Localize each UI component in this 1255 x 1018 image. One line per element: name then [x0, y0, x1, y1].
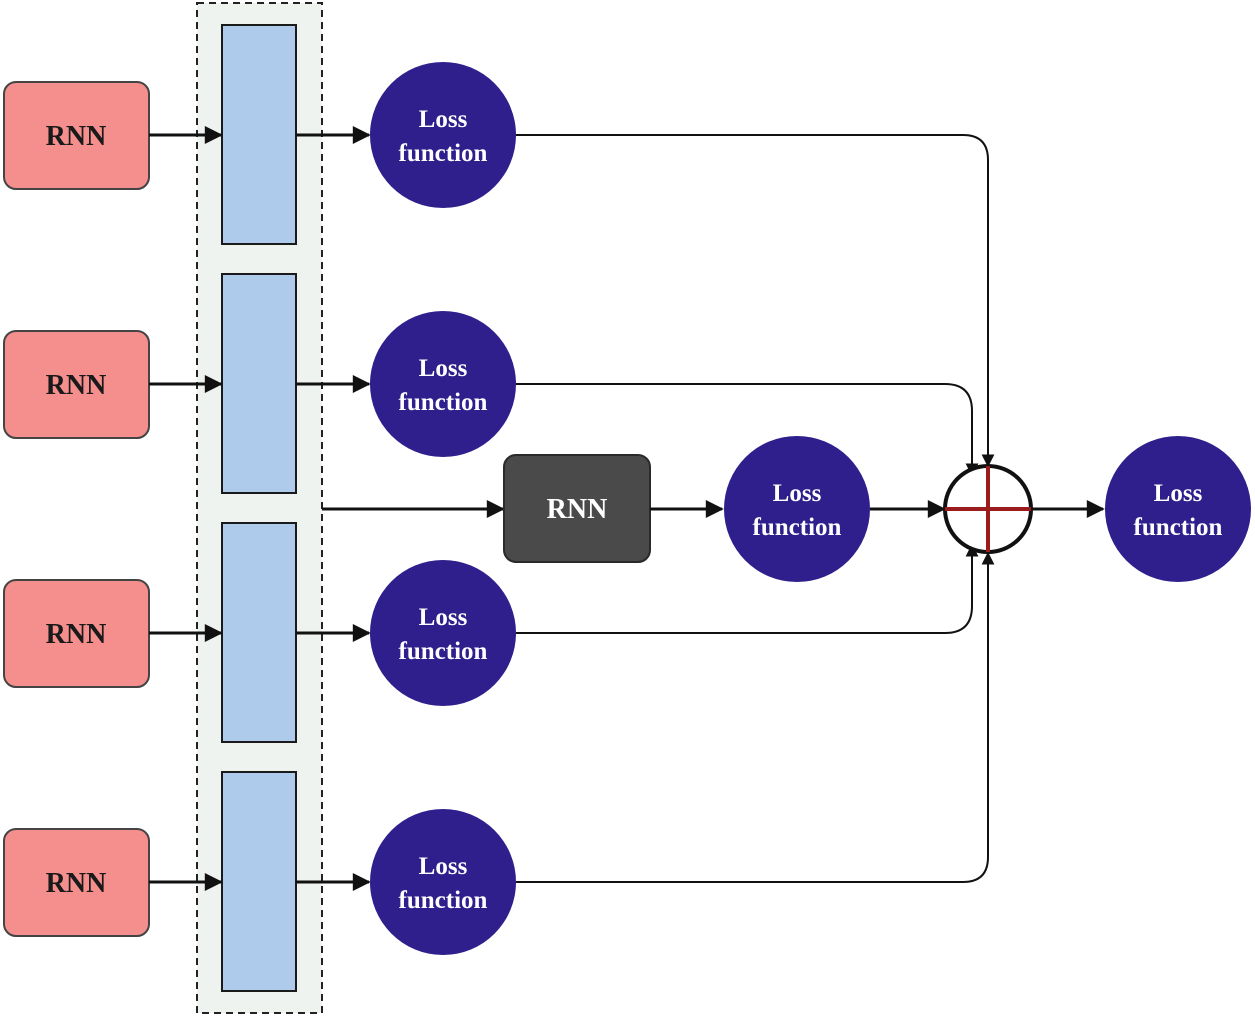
input-rnn-2: RNN — [3, 330, 150, 439]
input-rnn-label: RNN — [46, 121, 107, 152]
sum-plus-icon — [943, 464, 1033, 554]
input-rnn-label: RNN — [46, 868, 107, 899]
input-rnn-3: RNN — [3, 579, 150, 688]
feature-bar-2 — [221, 273, 297, 494]
loss-label-line2: function — [399, 887, 488, 914]
loss-label-line2: function — [1134, 514, 1223, 541]
loss-label-line2: function — [399, 389, 488, 416]
input-rnn-1: RNN — [3, 81, 150, 190]
loss-label-line2: function — [399, 140, 488, 167]
final-loss: Loss function — [1105, 436, 1251, 582]
loss-label-line1: Loss — [419, 106, 468, 133]
feature-bar-4 — [221, 771, 297, 992]
branch-loss-1: Loss function — [370, 62, 516, 208]
input-rnn-4: RNN — [3, 828, 150, 937]
loss-label-line2: function — [399, 638, 488, 665]
loss-label-line1: Loss — [419, 853, 468, 880]
center-rnn: RNN — [503, 454, 651, 563]
center-loss: Loss function — [724, 436, 870, 582]
loss-label-line1: Loss — [773, 480, 822, 507]
connector-loss4-to-sum — [516, 551, 995, 883]
connector-loss3-to-sum — [516, 543, 979, 634]
feature-bar-1 — [221, 24, 297, 245]
branch-loss-3: Loss function — [370, 560, 516, 706]
loss-label-line2: function — [753, 514, 842, 541]
center-rnn-label: RNN — [547, 494, 608, 525]
input-rnn-label: RNN — [46, 619, 107, 650]
loss-label-line1: Loss — [419, 355, 468, 382]
branch-loss-4: Loss function — [370, 809, 516, 955]
feature-bar-3 — [221, 522, 297, 743]
branch-loss-2: Loss function — [370, 311, 516, 457]
loss-label-line1: Loss — [1154, 480, 1203, 507]
connector-loss1-to-sum — [516, 134, 995, 468]
input-rnn-label: RNN — [46, 370, 107, 401]
loss-label-line1: Loss — [419, 604, 468, 631]
connector-loss2-to-sum — [516, 383, 979, 477]
